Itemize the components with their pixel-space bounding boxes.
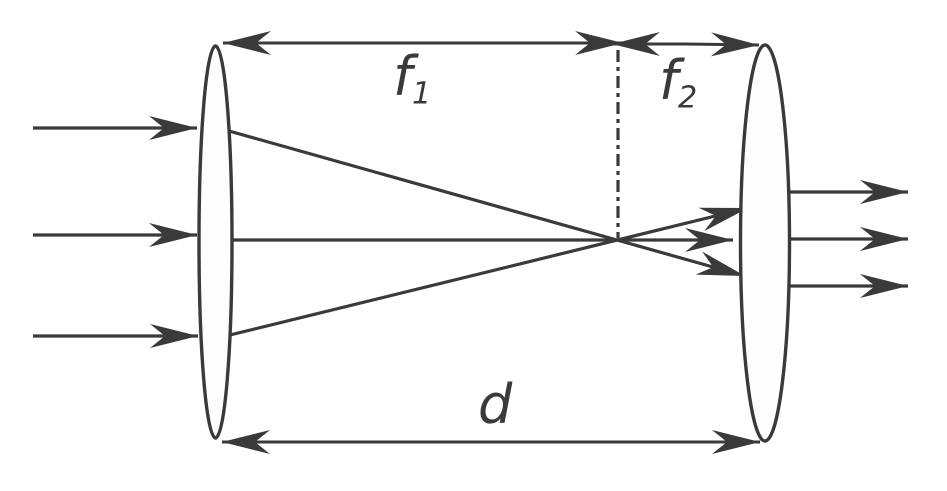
incoming-beam xyxy=(33,116,198,348)
d-label-base: d xyxy=(478,373,513,436)
right-lens xyxy=(738,43,792,443)
f2-dimension-right xyxy=(685,32,760,57)
converging-ray-top xyxy=(228,129,746,278)
left-lens xyxy=(197,44,234,440)
f1-label-base: f xyxy=(393,45,413,108)
f2-label: f2 xyxy=(659,54,697,114)
f2-label-subscript: 2 xyxy=(678,80,698,116)
converging-ray-bottom xyxy=(229,206,749,337)
f2-label-base: f xyxy=(659,49,679,112)
converging-rays xyxy=(228,129,749,337)
d-label: d xyxy=(478,378,512,432)
f1-label: f1 xyxy=(393,50,431,110)
outgoing-beam xyxy=(789,180,908,298)
f1-label-subscript: 1 xyxy=(412,76,432,112)
f2-dimension-arrow xyxy=(612,31,760,57)
